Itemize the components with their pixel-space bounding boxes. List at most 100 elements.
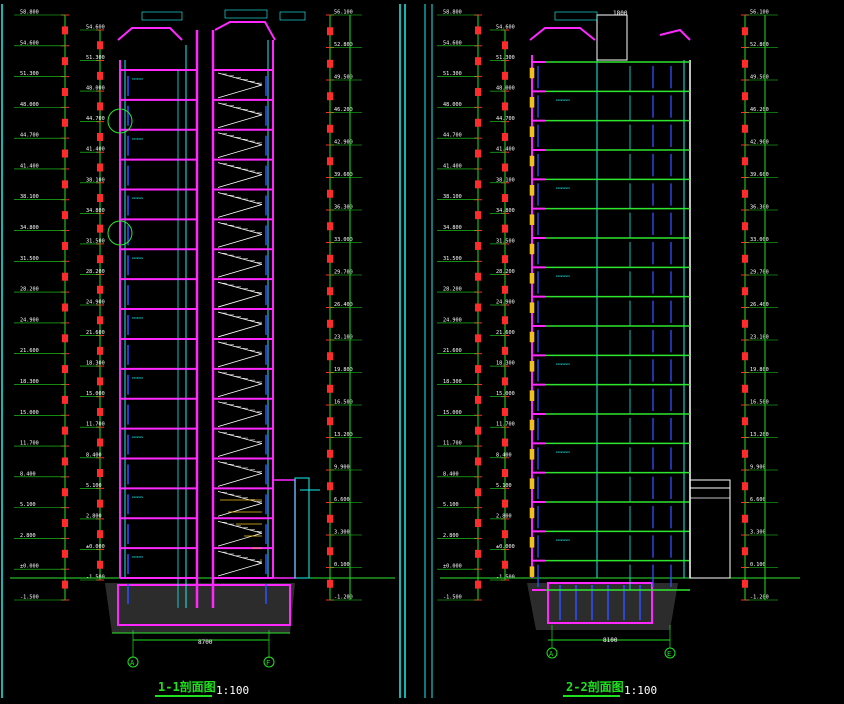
roof-eave	[659, 28, 691, 41]
left-inner-elevation-label: ±0.000	[86, 544, 105, 550]
right-outer-segment-mark	[475, 580, 481, 589]
left-outer-segment-mark	[62, 272, 68, 281]
section-title-1: 1-1剖面图	[158, 679, 216, 694]
right-outer-segment-mark	[475, 272, 481, 281]
right-outer-segment-mark	[475, 395, 481, 404]
right-outer-segment-mark	[475, 87, 481, 96]
bottom-dimension-2: 8100	[603, 637, 618, 644]
stair-flight	[217, 222, 263, 235]
left-rightcol-segment-mark	[327, 124, 333, 133]
sheet-frame	[1, 4, 433, 698]
detail-callout-2	[107, 220, 133, 246]
left-outer-segment-mark	[62, 26, 68, 35]
left-outer-elevation-label: 21.600	[20, 348, 39, 354]
right-inner-elevation-label: 15.000	[496, 391, 515, 397]
room-note: ▭▭▭▭▭	[556, 186, 570, 191]
left-rightcol-elevation-label: 49.500	[334, 75, 353, 81]
left-outer-segment-mark	[62, 57, 68, 66]
right-rightcol-segment-mark	[742, 547, 748, 556]
right-rightcol-segment-mark	[742, 352, 748, 361]
stair-flight	[217, 431, 263, 444]
roof-parapet	[529, 27, 596, 41]
stair-flight	[217, 251, 263, 265]
left-outer-elevation-label: 38.100	[20, 194, 39, 200]
stair-flight	[217, 114, 263, 129]
right-outer-elevation-label: 21.600	[443, 348, 462, 354]
left-rightcol-segment-mark	[327, 189, 333, 198]
right-outer-elevation-label: 15.000	[443, 410, 462, 416]
stair-flight	[217, 401, 263, 415]
right-inner-elevation-label: ±0.000	[496, 544, 515, 550]
left-rightcol-elevation-label: 26.400	[334, 302, 353, 308]
right-rightcol-segment-mark	[742, 92, 748, 101]
left-outer-segment-mark	[62, 180, 68, 189]
left-inner-segment-mark	[97, 316, 103, 325]
right-outer-segment-mark	[475, 149, 481, 158]
title-block-2: 2-2剖面图 1:100	[563, 679, 657, 697]
stair-flight	[217, 353, 263, 368]
left-inner-elevation-label: 24.900	[86, 300, 105, 306]
sill-mark	[529, 361, 535, 372]
right-rightcol-segment-mark	[742, 189, 748, 198]
roof-note-box	[279, 11, 306, 21]
right-outer-elevation-label: 28.200	[443, 287, 462, 293]
right-inner-segment-mark	[502, 499, 508, 508]
sill-mark	[529, 155, 535, 167]
stair-flight	[217, 233, 263, 248]
left-outer-segment-mark	[62, 549, 68, 558]
right-rightcol-elevation-label: 16.500	[750, 400, 769, 406]
right-inner-elevation-label: 41.400	[496, 147, 515, 153]
sill-mark	[529, 478, 535, 489]
right-outer-segment-mark	[475, 334, 481, 343]
bottom-dimension-1: 8700	[198, 639, 213, 646]
right-outer-segment-mark	[475, 519, 481, 528]
left-inner-segment-mark	[97, 285, 103, 294]
left-rightcol-elevation-label: 3.300	[334, 530, 350, 536]
right-rightcol-elevation-label: 36.300	[750, 205, 769, 211]
right-inner-segment-mark	[502, 438, 508, 447]
room-note: ▭▭▭▭	[132, 256, 143, 261]
room-note: ▭▭▭▭▭	[556, 538, 570, 543]
left-inner-elevation-label: 11.700	[86, 422, 105, 428]
left-inner-segment-mark	[97, 255, 103, 264]
stair-flight	[217, 144, 263, 159]
left-rightcol-segment-mark	[327, 59, 333, 68]
right-rightcol-elevation-label: 29.700	[750, 270, 769, 276]
left-rightcol-segment-mark	[327, 254, 333, 263]
right-inner-segment-mark	[502, 194, 508, 203]
right-rightcol-elevation-label: 23.100	[750, 335, 769, 341]
right-inner-segment-mark	[502, 255, 508, 264]
right-rightcol-segment-mark	[742, 417, 748, 426]
stair-flight	[217, 293, 263, 308]
room-note: ▭▭▭▭▭	[556, 274, 570, 279]
right-outer-elevation-label: 41.400	[443, 163, 462, 169]
left-outer-elevation-label: ±0.000	[20, 564, 39, 570]
left-rightcol-segment-mark	[327, 27, 333, 36]
room-note: ▭▭▭▭	[132, 137, 143, 142]
svg-text:A: A	[130, 659, 135, 667]
right-outer-segment-mark	[475, 241, 481, 250]
right-rightcol-elevation-label: 3.300	[750, 530, 766, 536]
left-inner-elevation-label: 31.500	[86, 238, 105, 244]
left-outer-elevation-label: 28.200	[20, 287, 39, 293]
right-outer-segment-mark	[475, 118, 481, 127]
right-rightcol-elevation-label: 6.600	[750, 497, 766, 503]
right-outer-elevation-label: 54.600	[443, 40, 462, 46]
right-outer-elevation-label: 44.700	[443, 133, 462, 139]
right-rightcol-segment-mark	[742, 319, 748, 328]
right-rightcol-segment-mark	[742, 449, 748, 458]
left-outer-segment-mark	[62, 334, 68, 343]
right-outer-elevation-label: 18.300	[443, 379, 462, 385]
left-rightcol-segment-mark	[327, 482, 333, 491]
stair-flight	[217, 192, 263, 205]
left-rightcol-segment-mark	[327, 222, 333, 231]
left-rightcol-elevation-label: 13.200	[334, 432, 353, 438]
stair-flight	[217, 281, 263, 295]
stair-flight	[217, 383, 263, 398]
left-rightcol-elevation-label: 33.000	[334, 237, 353, 243]
section-1-1: 58.80054.60051.30048.00044.70041.40038.1…	[10, 10, 395, 658]
left-rightcol-segment-mark	[327, 547, 333, 556]
right-rightcol-segment-mark	[742, 124, 748, 133]
left-outer-segment-mark	[62, 149, 68, 158]
